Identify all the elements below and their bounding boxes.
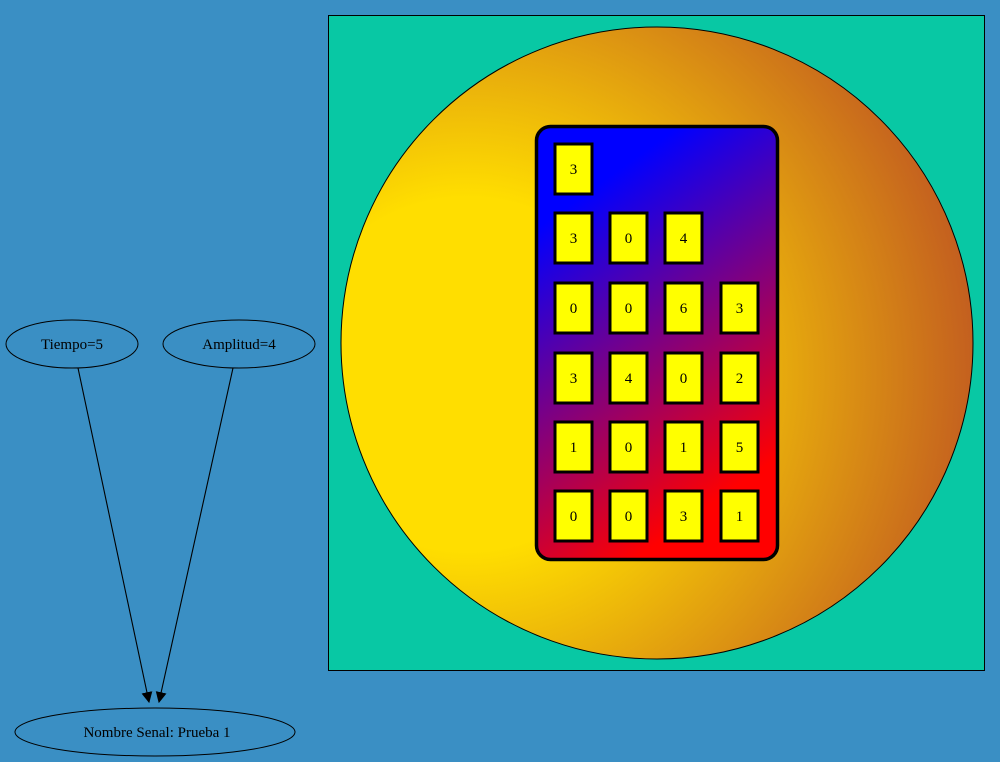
matrix-cell-box <box>608 489 649 543</box>
amplitude-node-label: Amplitud=4 <box>202 337 276 353</box>
matrix-cell: 0 <box>553 489 594 543</box>
signal-node-label: Nombre Senal: Prueba 1 <box>83 725 230 741</box>
matrix-cell-box <box>663 420 704 474</box>
matrix-cell-value: 1 <box>736 509 744 525</box>
matrix-cell-box <box>719 351 760 405</box>
matrix-cell-value: 1 <box>680 440 688 456</box>
matrix-cell: 3 <box>553 351 594 405</box>
matrix-cell-box <box>608 351 649 405</box>
matrix-cell-value: 2 <box>736 371 744 387</box>
matrix-cell-value: 0 <box>625 440 633 456</box>
matrix-cell-box <box>553 351 594 405</box>
matrix-cell: 0 <box>553 281 594 335</box>
matrix-cell-box <box>608 420 649 474</box>
matrix-cell-box <box>553 489 594 543</box>
matrix-cell-box <box>663 211 704 265</box>
edge-amplitude-to-signal <box>155 367 234 704</box>
matrix-cell-box <box>553 142 594 196</box>
matrix-cell: 6 <box>663 281 704 335</box>
matrix-cell-value: 0 <box>570 509 578 525</box>
matrix-cell-value: 0 <box>625 509 633 525</box>
matrix-cell-value: 4 <box>625 371 633 387</box>
matrix-cell-box <box>553 211 594 265</box>
matrix-cell-box <box>719 420 760 474</box>
matrix-cell-value: 4 <box>680 231 688 247</box>
matrix-cell: 2 <box>719 351 760 405</box>
matrix-cell: 1 <box>553 420 594 474</box>
matrix-cell: 3 <box>719 281 760 335</box>
matrix-cell-value: 1 <box>570 440 578 456</box>
matrix-cell-box <box>663 489 704 543</box>
matrix-cell: 3 <box>663 489 704 543</box>
matrix-cell: 0 <box>608 211 649 265</box>
matrix-cell-box <box>608 281 649 335</box>
matrix-cell-value: 0 <box>570 301 578 317</box>
amplitude-node[interactable]: Amplitud=4 <box>162 319 316 369</box>
matrix-cell-value: 6 <box>680 301 688 317</box>
matrix-cell: 0 <box>663 351 704 405</box>
time-node[interactable]: Tiempo=5 <box>5 319 139 369</box>
matrix-cell-value: 0 <box>680 371 688 387</box>
matrix-cell: 1 <box>663 420 704 474</box>
matrix-cell-box <box>553 281 594 335</box>
time-node-label: Tiempo=5 <box>41 337 103 353</box>
edge-time-to-signal <box>77 367 153 704</box>
matrix-cell-value: 0 <box>625 301 633 317</box>
matrix-cell-value: 0 <box>625 231 633 247</box>
matrix-cell-value: 3 <box>570 162 578 178</box>
signal-node[interactable]: Nombre Senal: Prueba 1 <box>14 707 296 757</box>
matrix-cell: 4 <box>663 211 704 265</box>
matrix-cell: 0 <box>608 281 649 335</box>
matrix-cell-box <box>719 489 760 543</box>
matrix-cell: 0 <box>608 489 649 543</box>
matrix-container <box>534 124 780 562</box>
matrix-cell-value: 3 <box>736 301 744 317</box>
matrix-cell-box <box>663 351 704 405</box>
matrix-cell: 3 <box>553 142 594 196</box>
matrix-cell-value: 5 <box>736 440 744 456</box>
matrix-cells: 3 3 0 4 0 0 6 3 3 4 0 2 1 0 1 5 0 0 3 1 <box>553 142 760 543</box>
matrix-cell: 1 <box>719 489 760 543</box>
matrix-cell-value: 3 <box>680 509 688 525</box>
matrix-cell-box <box>553 420 594 474</box>
matrix-cell: 3 <box>553 211 594 265</box>
matrix-cell-value: 3 <box>570 231 578 247</box>
matrix-cell: 0 <box>608 420 649 474</box>
matrix-cell-box <box>608 211 649 265</box>
matrix-cell: 5 <box>719 420 760 474</box>
matrix-cell-box <box>719 281 760 335</box>
matrix-cell-box <box>663 281 704 335</box>
matrix-cell: 4 <box>608 351 649 405</box>
matrix-cell-value: 3 <box>570 371 578 387</box>
